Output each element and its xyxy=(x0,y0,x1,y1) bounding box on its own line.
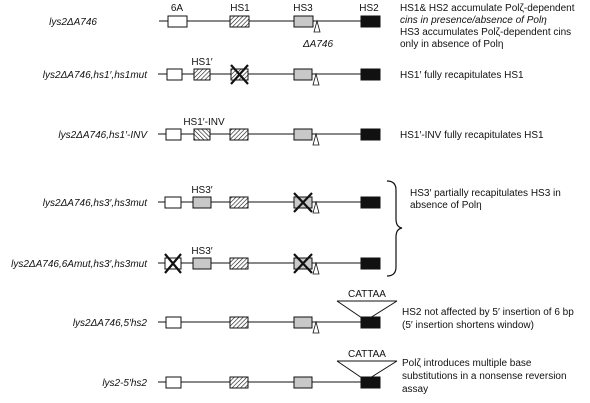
insertion-right-line xyxy=(369,360,398,379)
region-6a-box xyxy=(165,128,182,141)
insertion-left-line xyxy=(336,300,363,319)
construct-label: lys2ΔA746,6Amut,hs3′,hs3mut xyxy=(11,259,148,270)
description-line: HS3 accumulates Polζ-dependent cins xyxy=(400,27,571,38)
insertion-left-line xyxy=(336,360,363,379)
construct-row-lys2-dA746: lys2ΔA746 6A HS1 HS3 ΔA746 HS2 HS1& HS2 … xyxy=(49,3,575,50)
insertion-sequence-label: CATTAA xyxy=(348,289,386,300)
construct-row-hs1prime-hs1mut: lys2ΔA746,hs1′,hs1mut HS1′ HS1′ fully re… xyxy=(43,57,524,86)
deletion-marker-triangle xyxy=(312,320,320,334)
region-hs3-box xyxy=(293,376,313,389)
region-hs3-box xyxy=(293,128,313,141)
region-hs3prime-box xyxy=(192,196,212,209)
construct-row-lys2-5prime-hs2: lys2-5′hs2 CATTAA Polζ introduces multip… xyxy=(102,349,566,395)
construct-label: lys2ΔA746,5′hs2 xyxy=(73,318,148,329)
region-label-hs2: HS2 xyxy=(359,3,379,14)
mutated-6a-box xyxy=(164,253,182,274)
deletion-marker-triangle xyxy=(312,72,320,86)
description-line: HS2 not affected by 5′ insertion of 6 bp xyxy=(402,307,574,318)
mutated-hs3-box xyxy=(293,192,313,213)
region-hs1-box xyxy=(229,15,250,28)
construct-label: lys2ΔA746,hs1′-INV xyxy=(58,130,148,141)
description-line: Polζ introduces multiple base xyxy=(402,358,532,369)
description-line: HS1′ fully recapitulates HS1 xyxy=(400,70,524,81)
region-hs2-box xyxy=(360,376,381,389)
region-label-hs1prime: HS1′ xyxy=(191,57,212,68)
region-label-hs1: HS1 xyxy=(230,3,250,14)
insertion-right-line xyxy=(369,300,398,319)
region-hs3-box xyxy=(293,316,313,329)
curly-bracket xyxy=(386,180,403,277)
region-hs1-box xyxy=(229,316,249,329)
description-line: (5′ insertion shortens window) xyxy=(402,320,534,331)
description-line: only in absence of Polη xyxy=(400,39,503,50)
region-hs3-box xyxy=(293,68,313,81)
region-hs1-box xyxy=(229,128,249,141)
construct-label: lys2-5′hs2 xyxy=(102,378,147,389)
region-6a-box xyxy=(166,68,183,81)
description-line: HS1′-INV fully recapitulates HS1 xyxy=(400,130,544,141)
construct-label: lys2ΔA746,hs3′,hs3mut xyxy=(43,198,148,209)
region-label-6a: 6A xyxy=(171,3,184,14)
description-line: substitutions in a nonsense reversion xyxy=(402,371,567,382)
description-line: cins in presence/absence of Polη xyxy=(400,15,547,26)
bracket-group-hs3prime: HS3′ partially recapitulates HS3 in abse… xyxy=(386,180,561,277)
region-hs1-box xyxy=(229,257,249,270)
region-hs1prime-box xyxy=(193,68,211,81)
region-label-hs3prime: HS3′ xyxy=(191,185,212,196)
region-6a-box xyxy=(165,376,182,389)
bracket-description-line: absence of Polη xyxy=(410,200,482,211)
insertion-sequence-label: CATTAA xyxy=(348,349,386,360)
construct-row-hs3prime-hs3mut: lys2ΔA746,hs3′,hs3mut HS3′ xyxy=(43,185,381,214)
region-hs1-box xyxy=(229,196,249,209)
region-6a-box xyxy=(165,316,182,329)
construct-label: lys2ΔA746 xyxy=(49,17,97,28)
region-6a-box xyxy=(164,196,182,209)
region-label-hs1prime-inv: HS1′-INV xyxy=(183,117,225,128)
deletion-marker-triangle xyxy=(312,132,320,146)
region-hs2-box xyxy=(360,316,381,329)
deletion-marker-triangle xyxy=(313,19,321,33)
region-label-hs3prime: HS3′ xyxy=(191,246,212,257)
description-line: assay xyxy=(402,384,428,395)
description-line: HS1& HS2 accumulate Polζ-dependent xyxy=(400,3,575,14)
construct-label: lys2ΔA746,hs1′,hs1mut xyxy=(43,70,148,81)
region-hs3prime-box xyxy=(192,257,212,270)
deletion-marker-triangle xyxy=(312,261,320,275)
region-label-hs3: HS3 xyxy=(293,3,313,14)
construct-row-6amut-hs3prime-hs3mut: lys2ΔA746,6Amut,hs3′,hs3mut HS3′ xyxy=(11,246,381,275)
region-hs2-box xyxy=(360,128,381,141)
region-hs2-box xyxy=(360,196,381,209)
region-hs2-box xyxy=(360,15,381,28)
region-hs2-box xyxy=(360,257,381,270)
region-hs3-box xyxy=(293,15,314,28)
region-hs1prime-inv-box xyxy=(193,128,211,141)
region-hs2-box xyxy=(360,68,381,81)
region-hs1-box xyxy=(229,376,249,389)
bracket-description-line: HS3′ partially recapitulates HS3 in xyxy=(410,188,561,199)
construct-row-hs1prime-inv: lys2ΔA746,hs1′-INV HS1′-INV HS1′-INV ful… xyxy=(58,117,544,146)
mutated-hs3-box xyxy=(293,253,313,274)
deletion-marker-triangle xyxy=(312,200,320,214)
construct-row-5prime-hs2: lys2ΔA746,5′hs2 CATTAA HS2 not affected … xyxy=(73,289,574,334)
deletion-label: ΔA746 xyxy=(302,39,334,50)
region-6a-box xyxy=(167,15,188,28)
mutated-hs1-box xyxy=(230,64,249,85)
